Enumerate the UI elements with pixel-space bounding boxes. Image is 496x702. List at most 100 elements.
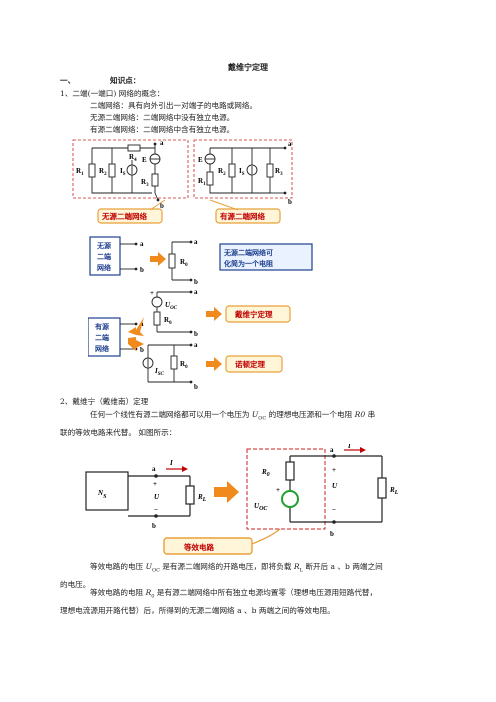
svg-text:a: a (140, 240, 144, 248)
svg-text:IS: IS (120, 167, 126, 177)
svg-text:NS: NS (97, 489, 107, 500)
svg-text:a: a (160, 139, 164, 147)
arrow-thevenin (128, 317, 144, 336)
resistor-r0 (168, 253, 176, 269)
resistor-r0-thevenin (153, 311, 161, 326)
svg-text:I: I (169, 459, 173, 467)
page-title: 戴维宁定理 (228, 62, 268, 72)
tag-norton: 诺顿定理 (235, 359, 265, 369)
resistor-r1-right (206, 171, 214, 186)
svg-text:UOC: UOC (254, 502, 268, 512)
arrow-equivalent (214, 481, 239, 503)
figure-two-terminal-networks: R1 R2 R4 IS E R3 a b E R1 R2 IS R3 a b 无… (72, 139, 293, 224)
svg-text:b: b (194, 383, 198, 390)
svg-text:R0: R0 (180, 360, 188, 370)
definition-two-terminal: 二端网络：具有向外引出一对端子的电路或网络。 (90, 101, 258, 110)
equivalent-dashed-box (246, 448, 326, 530)
svg-text:RL: RL (197, 493, 207, 503)
svg-text:有源: 有源 (95, 322, 109, 331)
svg-text:R1: R1 (76, 167, 84, 177)
svg-text:R4: R4 (129, 153, 137, 163)
svg-text:+: + (153, 480, 157, 488)
svg-text:R0: R0 (261, 468, 270, 478)
item-1-heading: 1、二端(一端口) 网络的概念： (60, 89, 165, 98)
svg-text:E: E (142, 156, 147, 164)
svg-text:a: a (194, 341, 198, 349)
svg-text:R3: R3 (275, 167, 283, 177)
passive-network-box (89, 236, 121, 276)
section-heading: 知识点： (110, 76, 141, 85)
voltage-source-uoc-equivalent (281, 490, 299, 508)
resistor-rl-right (377, 477, 387, 499)
paragraph-equivalent-resistance: 等效电路的电阻 R0 是有源二端网络中所有独立电源均置零（理想电压源用短路代替，… (60, 588, 378, 615)
resistor-r1 (88, 163, 96, 178)
svg-text:b: b (152, 522, 156, 530)
svg-text:E: E (198, 156, 203, 164)
note-resistor-box (219, 243, 313, 271)
svg-text:ISC: ISC (154, 367, 165, 377)
svg-text:IS: IS (239, 167, 245, 177)
svg-text:网络: 网络 (95, 344, 109, 353)
resistor-r2 (108, 163, 116, 178)
svg-text:a: a (194, 238, 198, 246)
resistor-r3-right (266, 163, 274, 178)
svg-text:a: a (194, 288, 198, 296)
resistor-r4 (127, 144, 141, 152)
svg-text:b: b (194, 330, 198, 338)
svg-text:a: a (330, 446, 334, 454)
arrow-norton (128, 337, 144, 351)
section-number: 一、 (60, 76, 76, 85)
active-network-box (88, 317, 121, 357)
passive-network-dashed-box (72, 139, 189, 199)
resistor-r0-norton (170, 355, 178, 370)
svg-text:+: + (276, 486, 280, 494)
svg-text:二端: 二端 (97, 252, 111, 261)
svg-text:R2: R2 (218, 167, 226, 177)
arrow-simplify (150, 252, 166, 266)
resistor-rl-left (185, 485, 195, 505)
svg-text:b: b (194, 278, 198, 286)
svg-text:b: b (140, 346, 144, 354)
svg-text:化简为一个电阻: 化简为一个电阻 (224, 259, 273, 268)
svg-text:b: b (160, 202, 164, 210)
svg-text:b: b (140, 266, 144, 274)
svg-text:+: + (332, 466, 336, 474)
svg-text:RL: RL (389, 486, 399, 496)
resistor-r0-equivalent (285, 461, 295, 481)
svg-text:R0: R0 (164, 316, 172, 326)
paragraph-open-circuit: 等效电路的电压 UOC 是有源二端网络的开路电压，即将负载 RL 断开后 a 、… (60, 562, 383, 589)
svg-text:UOC: UOC (165, 301, 178, 311)
svg-text:R0: R0 (180, 258, 188, 268)
svg-text:无源: 无源 (96, 241, 111, 250)
active-network-dashed-box (193, 139, 293, 199)
figure-network-simplification: 无源 二端 网络 a b R0 a b 无源二端网络可 化简为一个电阻 有源 二… (88, 236, 313, 390)
svg-text:+: + (150, 289, 154, 297)
figure-equivalent-circuit: NS a b + U − I RL R0 + UOC a b I + U − R… (85, 444, 399, 555)
definition-active: 有源二端网络：二端网络中含有独立电源。 (90, 125, 235, 134)
svg-text:网络: 网络 (97, 263, 111, 272)
tag-active-network: 有源二端网络 (220, 211, 265, 221)
svg-text:a: a (152, 465, 156, 473)
svg-text:−: − (154, 506, 158, 514)
network-ns-box (85, 471, 129, 511)
resistor-r3-left (151, 173, 159, 187)
svg-text:R2: R2 (99, 167, 107, 177)
tag-passive-network: 无源二端网络 (101, 211, 147, 221)
svg-text:U: U (154, 493, 160, 501)
svg-text:b: b (330, 530, 334, 538)
tag-thevenin: 戴维宁定理 (235, 309, 273, 319)
svg-text:无源二端网络可: 无源二端网络可 (223, 248, 273, 257)
tag-equivalent-circuit: 等效电路 (184, 542, 214, 552)
resistor-r2-right (228, 163, 236, 178)
svg-text:−: − (332, 506, 336, 514)
svg-text:二端: 二端 (95, 333, 109, 342)
svg-text:R3: R3 (141, 178, 149, 188)
definition-passive: 无源二端网络：二端网络中没有独立电源。 (90, 113, 235, 122)
svg-text:b: b (288, 198, 292, 206)
svg-text:U: U (332, 482, 338, 490)
item-2-heading: 2、戴维宁（戴维南）定理 (60, 397, 149, 406)
svg-text:I: I (347, 444, 351, 450)
svg-text:a: a (288, 140, 292, 148)
paragraph-theorem: 任何一个线性有源二端网络都可以用一个电压为 UOC 的理想电压源和一个电阻 R0… (60, 410, 376, 437)
voltage-source-uoc (151, 296, 163, 308)
